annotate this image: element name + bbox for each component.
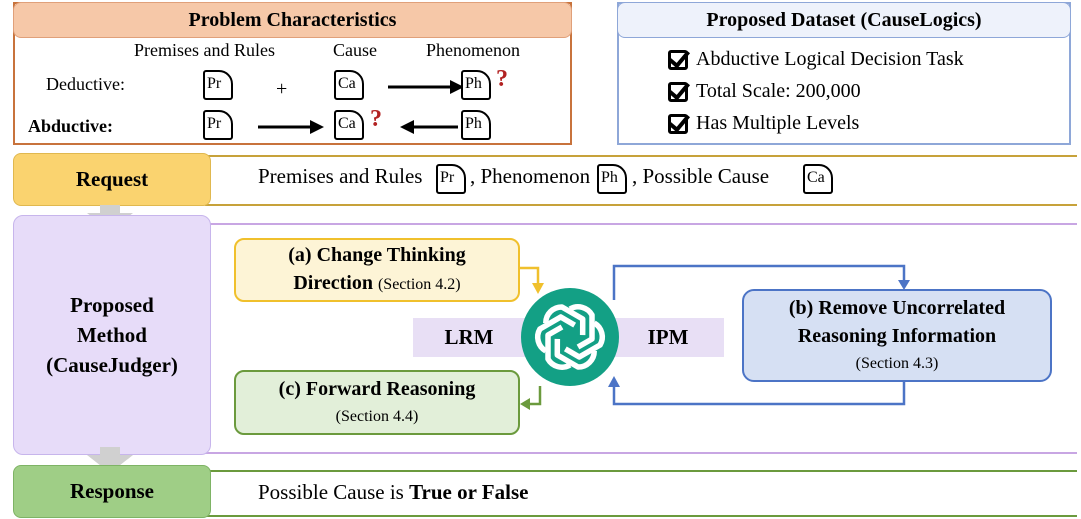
dataset-item: Abductive Logical Decision Task xyxy=(668,48,964,71)
arrow-left-icon xyxy=(400,120,458,134)
plus-sign: + xyxy=(276,78,288,100)
lrm-label: LRM xyxy=(413,318,525,357)
forward-reasoning-box: (c) Forward Reasoning (Section 4.4) xyxy=(234,370,520,435)
problem-characteristics-title: Problem Characteristics xyxy=(13,2,572,38)
checkbox-checked-icon xyxy=(668,49,688,70)
response-border-top xyxy=(205,470,1077,472)
response-label: Response xyxy=(13,465,211,518)
question-mark: ? xyxy=(370,106,382,132)
request-text-phenomenon: , Phenomenon xyxy=(470,164,591,188)
method-border-bottom xyxy=(205,452,1077,454)
row-abductive-label: Abductive: xyxy=(28,116,113,136)
premises-doc-icon: Pr xyxy=(436,164,466,194)
phenomenon-doc-icon: Ph xyxy=(461,70,491,100)
column-cause: Cause xyxy=(333,40,377,60)
cause-doc-icon: Ca xyxy=(334,70,364,100)
response-border-bottom xyxy=(205,515,1077,517)
ipm-label: IPM xyxy=(612,318,724,357)
request-border-top xyxy=(205,155,1077,157)
column-premises-rules: Premises and Rules xyxy=(134,40,275,60)
cause-doc-icon: Ca xyxy=(803,164,833,194)
dataset-item: Has Multiple Levels xyxy=(668,112,859,135)
request-border-bottom xyxy=(205,204,1077,206)
row-deductive-label: Deductive: xyxy=(46,74,125,94)
request-label: Request xyxy=(13,153,211,206)
request-text: Premises and Rules xyxy=(258,164,423,188)
dataset-title: Proposed Dataset (CauseLogics) xyxy=(617,2,1071,38)
question-mark: ? xyxy=(496,66,508,92)
request-text-cause: , Possible Cause xyxy=(632,164,770,188)
premises-doc-icon: Pr xyxy=(203,70,233,100)
openai-logo-icon xyxy=(521,288,619,386)
phenomenon-doc-icon: Ph xyxy=(597,164,627,194)
phenomenon-doc-icon: Ph xyxy=(461,110,491,140)
arrow-right-icon xyxy=(258,120,324,134)
column-phenomenon: Phenomenon xyxy=(426,40,520,60)
proposed-method-label: Proposed Method (CauseJudger) xyxy=(13,215,211,455)
checkbox-checked-icon xyxy=(668,113,688,134)
arrow-right-icon xyxy=(388,80,464,94)
cause-doc-icon: Ca xyxy=(334,110,364,140)
checkbox-checked-icon xyxy=(668,81,688,102)
change-thinking-direction-box: (a) Change Thinking Direction (Section 4… xyxy=(234,238,520,302)
remove-uncorrelated-info-box: (b) Remove Uncorrelated Reasoning Inform… xyxy=(742,289,1052,382)
response-text: Possible Cause is True or False xyxy=(258,480,529,504)
premises-doc-icon: Pr xyxy=(203,110,233,140)
dataset-item: Total Scale: 200,000 xyxy=(668,80,861,103)
down-arrow-icon xyxy=(87,447,133,473)
method-border-top xyxy=(205,223,1077,225)
